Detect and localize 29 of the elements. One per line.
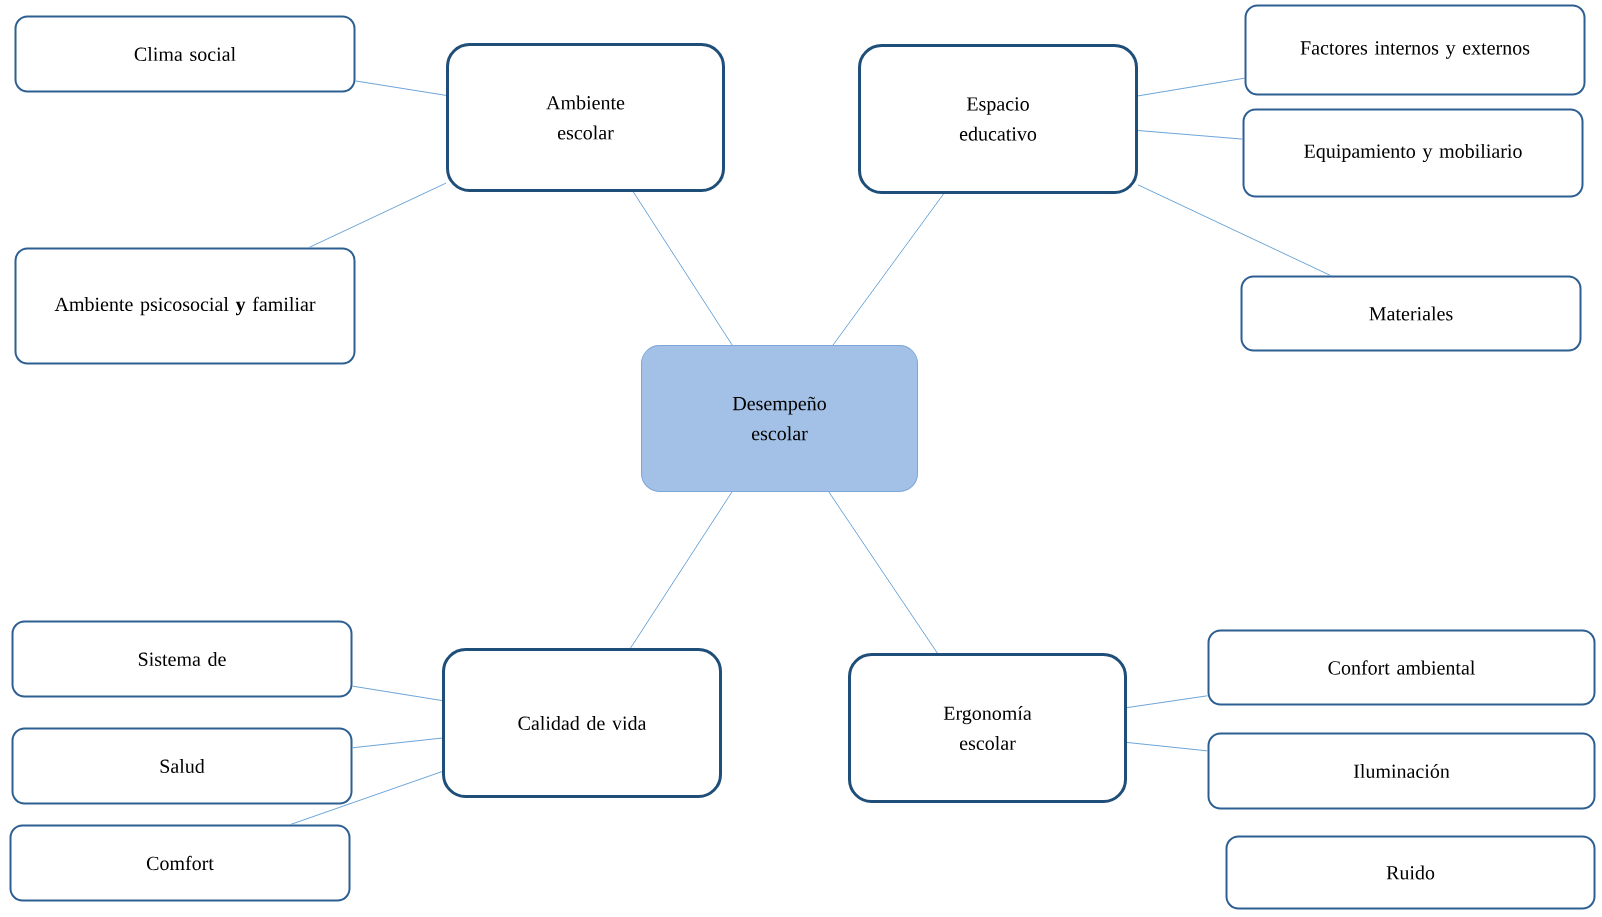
subtopic-box: Sistema de (11, 620, 353, 698)
connector-line (1137, 130, 1243, 140)
connector-line (832, 193, 944, 346)
connector-line (632, 191, 733, 346)
subtopic-box: Confort ambiental (1207, 629, 1596, 706)
connector-line (308, 182, 447, 248)
topic-box: Espacio educativo (858, 44, 1138, 194)
connector-line (352, 685, 443, 701)
subtopic-box: Factores internos y externos (1244, 4, 1586, 96)
subtopic-box: Materiales (1240, 275, 1582, 352)
subtopic-box: Ruido (1225, 835, 1596, 910)
connector-line (352, 737, 443, 749)
connector-line (630, 491, 733, 649)
subtopic-box: Clima social (14, 15, 356, 93)
connector-line (1126, 742, 1208, 752)
connector-line (828, 491, 938, 654)
subtopic-box: Comfort (9, 824, 351, 902)
subtopic-box: Iluminación (1207, 732, 1596, 810)
connector-line (1137, 77, 1245, 97)
topic-box: Ergonomía escolar (848, 653, 1127, 803)
center-topic-box: Desempeño escolar (641, 345, 918, 492)
connector-line (1137, 184, 1331, 276)
connector-line (355, 80, 447, 96)
connector-line (1126, 695, 1208, 709)
topic-box: Ambiente escolar (446, 43, 725, 192)
subtopic-box: Equipamiento y mobiliario (1242, 108, 1584, 198)
topic-box: Calidad de vida (442, 648, 722, 798)
subtopic-box: Ambiente psicosocial y familiar (14, 247, 356, 365)
subtopic-box: Salud (11, 727, 353, 805)
